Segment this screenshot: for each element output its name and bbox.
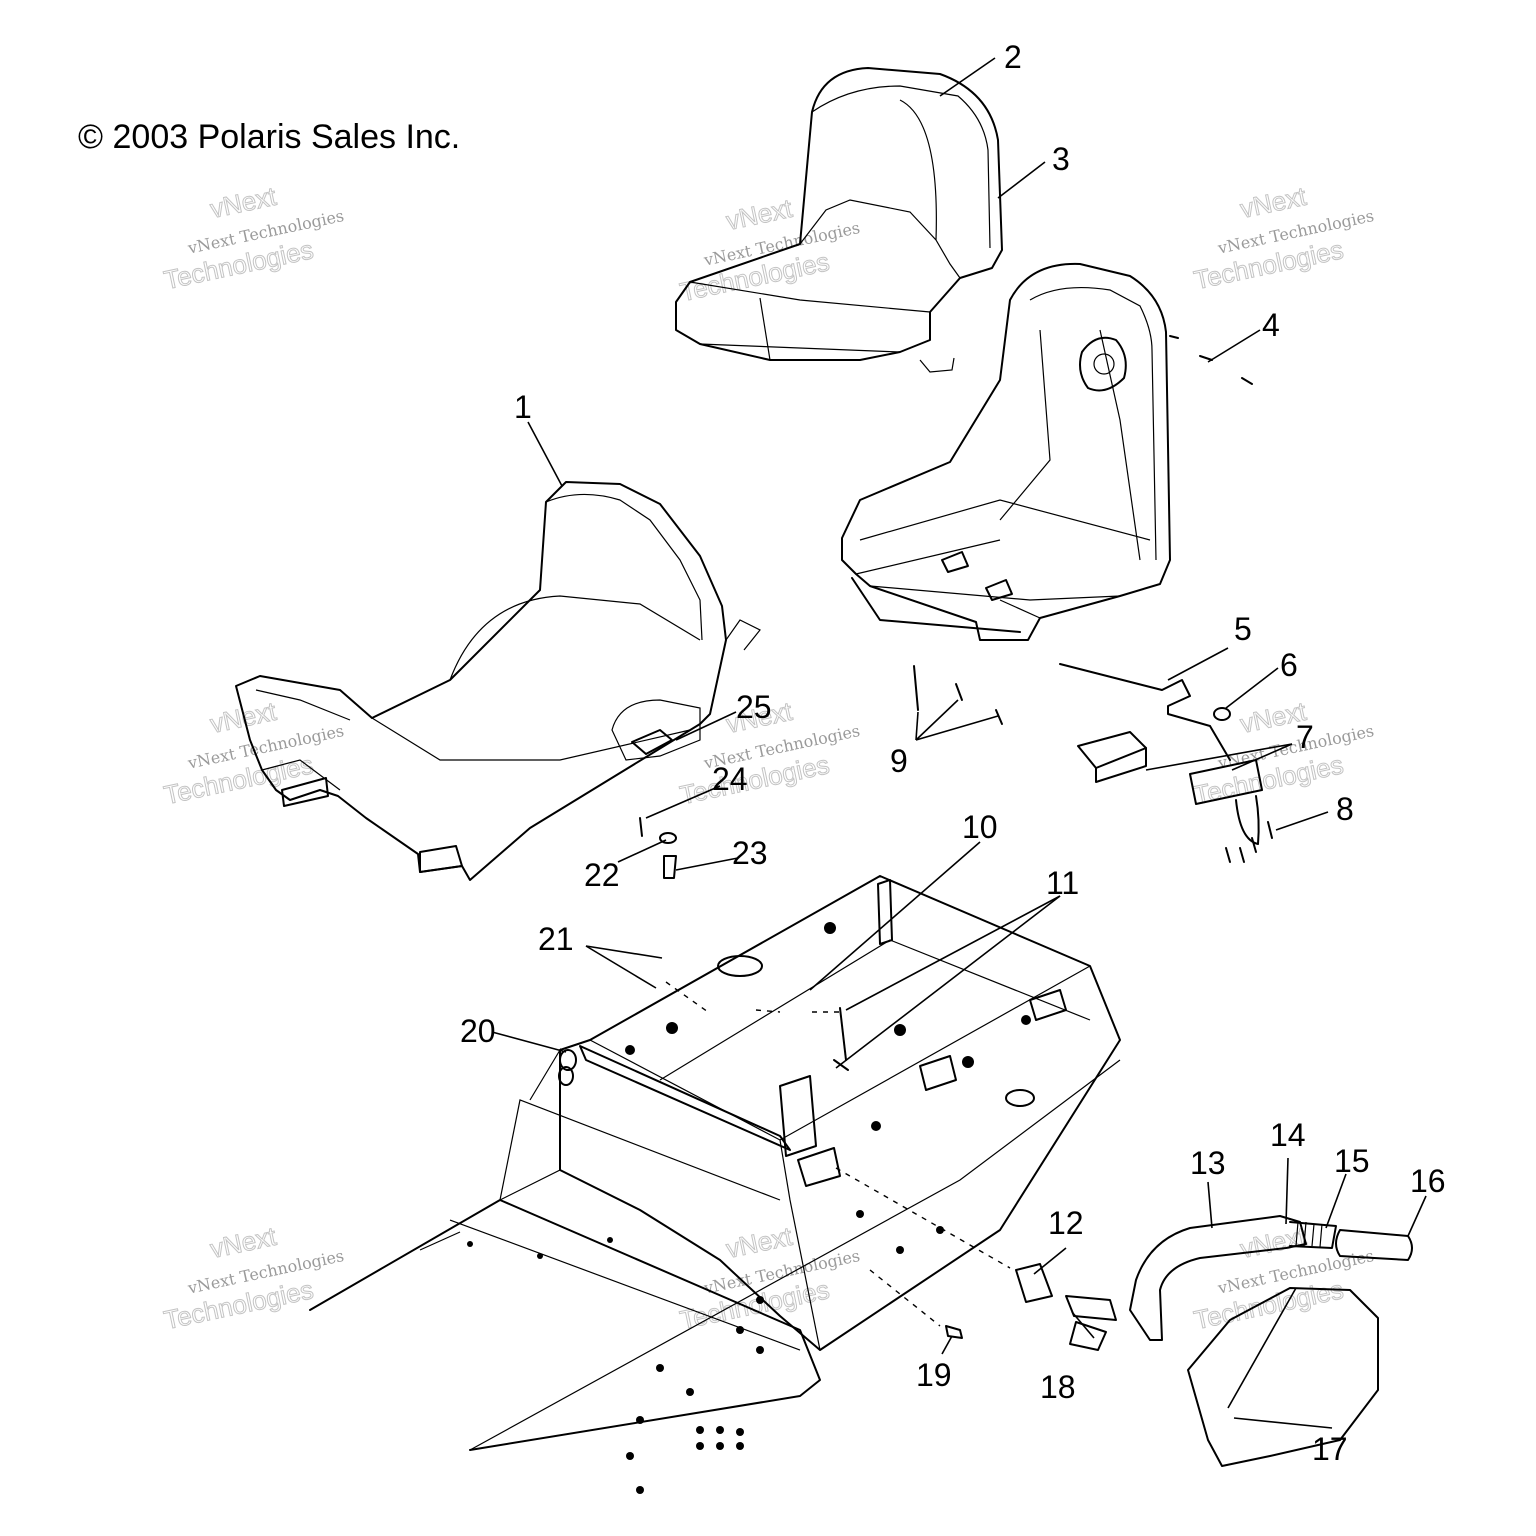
grab-handle-assembly <box>945 1215 1413 1351</box>
callout-2: 2 <box>1004 39 1022 75</box>
callout-16: 16 <box>1410 1163 1446 1199</box>
callout-8: 8 <box>1336 791 1354 827</box>
watermark-line1: vNext <box>723 1221 795 1264</box>
callout-20: 20 <box>460 1013 496 1049</box>
callout-13: 13 <box>1190 1145 1226 1181</box>
callout-5: 5 <box>1234 611 1252 647</box>
callout-7: 7 <box>1296 719 1314 755</box>
latch-rod <box>1059 663 1231 761</box>
copyright-notice: © 2003 Polaris Sales Inc. <box>78 118 461 156</box>
callout-22: 22 <box>584 857 620 893</box>
callout-23: 23 <box>732 835 768 871</box>
callout-4: 4 <box>1262 307 1280 343</box>
callout-14: 14 <box>1270 1117 1306 1153</box>
main-seat <box>235 481 761 881</box>
callout-3: 3 <box>1052 141 1070 177</box>
callout-17: 17 <box>1312 1431 1348 1467</box>
watermark-line1: vNext <box>1237 1221 1309 1264</box>
cover-panel <box>1187 1287 1379 1467</box>
watermark-top-right: vNext vNext Technologies Technologies <box>1191 180 1376 295</box>
seat-back-frame <box>841 262 1171 641</box>
callout-18: 18 <box>1040 1369 1076 1405</box>
watermark-line1: vNext <box>207 1221 279 1264</box>
callout-21: 21 <box>538 921 574 957</box>
watermark-line1: vNext <box>723 193 795 236</box>
callout-numbers: 2 3 4 1 5 6 25 7 9 24 8 10 23 22 11 21 2… <box>460 39 1446 1467</box>
callout-6: 6 <box>1280 647 1298 683</box>
callout-15: 15 <box>1334 1143 1370 1179</box>
callout-19: 19 <box>916 1357 952 1393</box>
callout-10: 10 <box>962 809 998 845</box>
chassis-tunnel <box>309 875 1121 1451</box>
callout-12: 12 <box>1048 1205 1084 1241</box>
chassis-holes <box>467 922 1031 1494</box>
callout-25: 25 <box>736 689 772 725</box>
hardware-fasteners <box>639 335 1273 879</box>
callout-24: 24 <box>712 761 748 797</box>
callout-11: 11 <box>1046 865 1079 901</box>
passenger-seat-cushion <box>675 67 1003 373</box>
watermark-bottom-left: vNext vNext Technologies Technologies <box>161 1220 346 1335</box>
alignment-lines <box>665 981 1011 1327</box>
watermark-top-center: vNext vNext Technologies Technologies <box>677 192 862 307</box>
watermark-top-left: vNext vNext Technologies Technologies <box>161 180 346 295</box>
watermark-line1: vNext <box>207 181 279 224</box>
callout-1: 1 <box>514 389 532 425</box>
callout-9: 9 <box>890 743 908 779</box>
watermark-line1: vNext <box>1237 181 1309 224</box>
leader-lines <box>491 57 1427 1429</box>
latch-brackets <box>1077 731 1263 845</box>
